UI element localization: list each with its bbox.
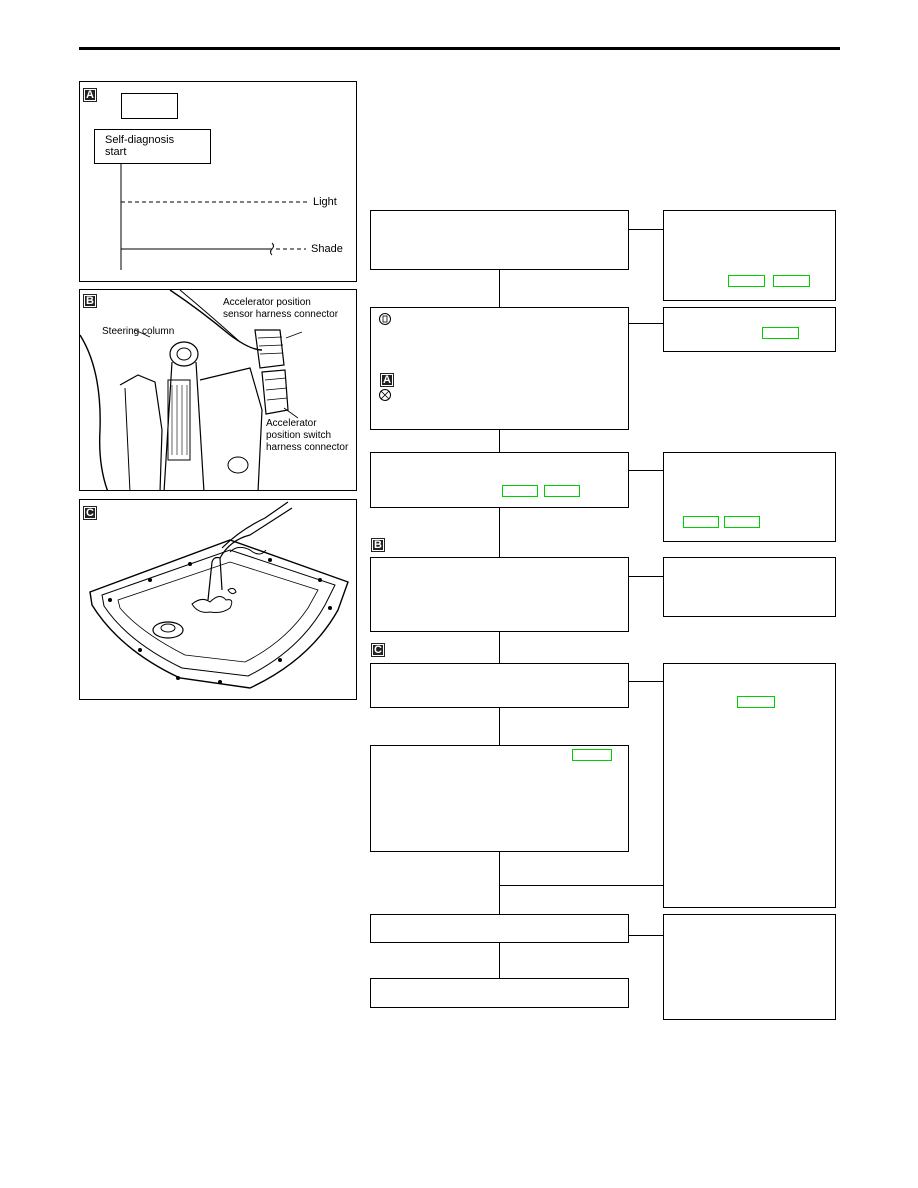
panel-b-pedal-illustration: B Steering column Accelerator position s… xyxy=(79,289,357,491)
blank-label-box xyxy=(121,93,178,119)
flow-step-7 xyxy=(370,914,629,943)
panel-b-tag: B xyxy=(83,294,97,308)
switch-connector-label-2: position switch xyxy=(266,430,332,441)
panel-c-oil-pan-illustration: C xyxy=(79,499,357,700)
self-diagnosis-start-box: Self-diagnosis start xyxy=(94,129,211,164)
panel-a-timing-chart: A Self-diagnosis start Light Shade xyxy=(79,81,357,282)
flow-step-6 xyxy=(370,745,629,852)
sensor-connector-label-1: Accelerator position xyxy=(223,297,311,308)
flow-result-7 xyxy=(663,914,836,1020)
reference-link-3b[interactable] xyxy=(544,485,580,497)
flow-result-1 xyxy=(663,210,836,301)
shade-label: Shade xyxy=(311,243,343,255)
flow-step-3 xyxy=(370,452,629,508)
reference-link-3d[interactable] xyxy=(724,516,760,528)
flow-result-3 xyxy=(663,452,836,542)
switch-connector-label-1: Accelerator xyxy=(266,418,317,429)
ignition-on-icon xyxy=(379,313,391,325)
light-label: Light xyxy=(313,196,337,208)
flow-tag-a: A xyxy=(380,373,394,387)
flow-tag-b: B xyxy=(371,538,385,552)
flow-step-8 xyxy=(370,978,629,1008)
flow-step-2 xyxy=(370,307,629,430)
flow-step-5 xyxy=(370,663,629,708)
switch-connector-label-3: harness connector xyxy=(266,442,349,453)
reference-link-3c[interactable] xyxy=(683,516,719,528)
panel-c-tag: C xyxy=(83,506,97,520)
flow-result-5 xyxy=(663,663,836,908)
header-rule xyxy=(79,47,840,50)
reference-link-6[interactable] xyxy=(572,749,612,761)
reference-link-1a[interactable] xyxy=(728,275,765,287)
flow-result-4 xyxy=(663,557,836,617)
steering-column-label: Steering column xyxy=(102,326,175,337)
ignition-off-icon xyxy=(379,389,391,401)
flow-step-1 xyxy=(370,210,629,270)
panel-a-tag: A xyxy=(83,88,97,102)
flow-step-4 xyxy=(370,557,629,632)
oil-pan-drawing xyxy=(89,501,349,689)
reference-link-3a[interactable] xyxy=(502,485,538,497)
sensor-connector-label-2: sensor harness connector xyxy=(223,309,339,320)
reference-link-5[interactable] xyxy=(737,696,775,708)
reference-link-2[interactable] xyxy=(762,327,799,339)
timing-lines xyxy=(120,164,308,270)
pedal-drawing xyxy=(80,290,303,490)
flow-tag-c: C xyxy=(371,643,385,657)
reference-link-1b[interactable] xyxy=(773,275,810,287)
flow-result-2 xyxy=(663,307,836,352)
